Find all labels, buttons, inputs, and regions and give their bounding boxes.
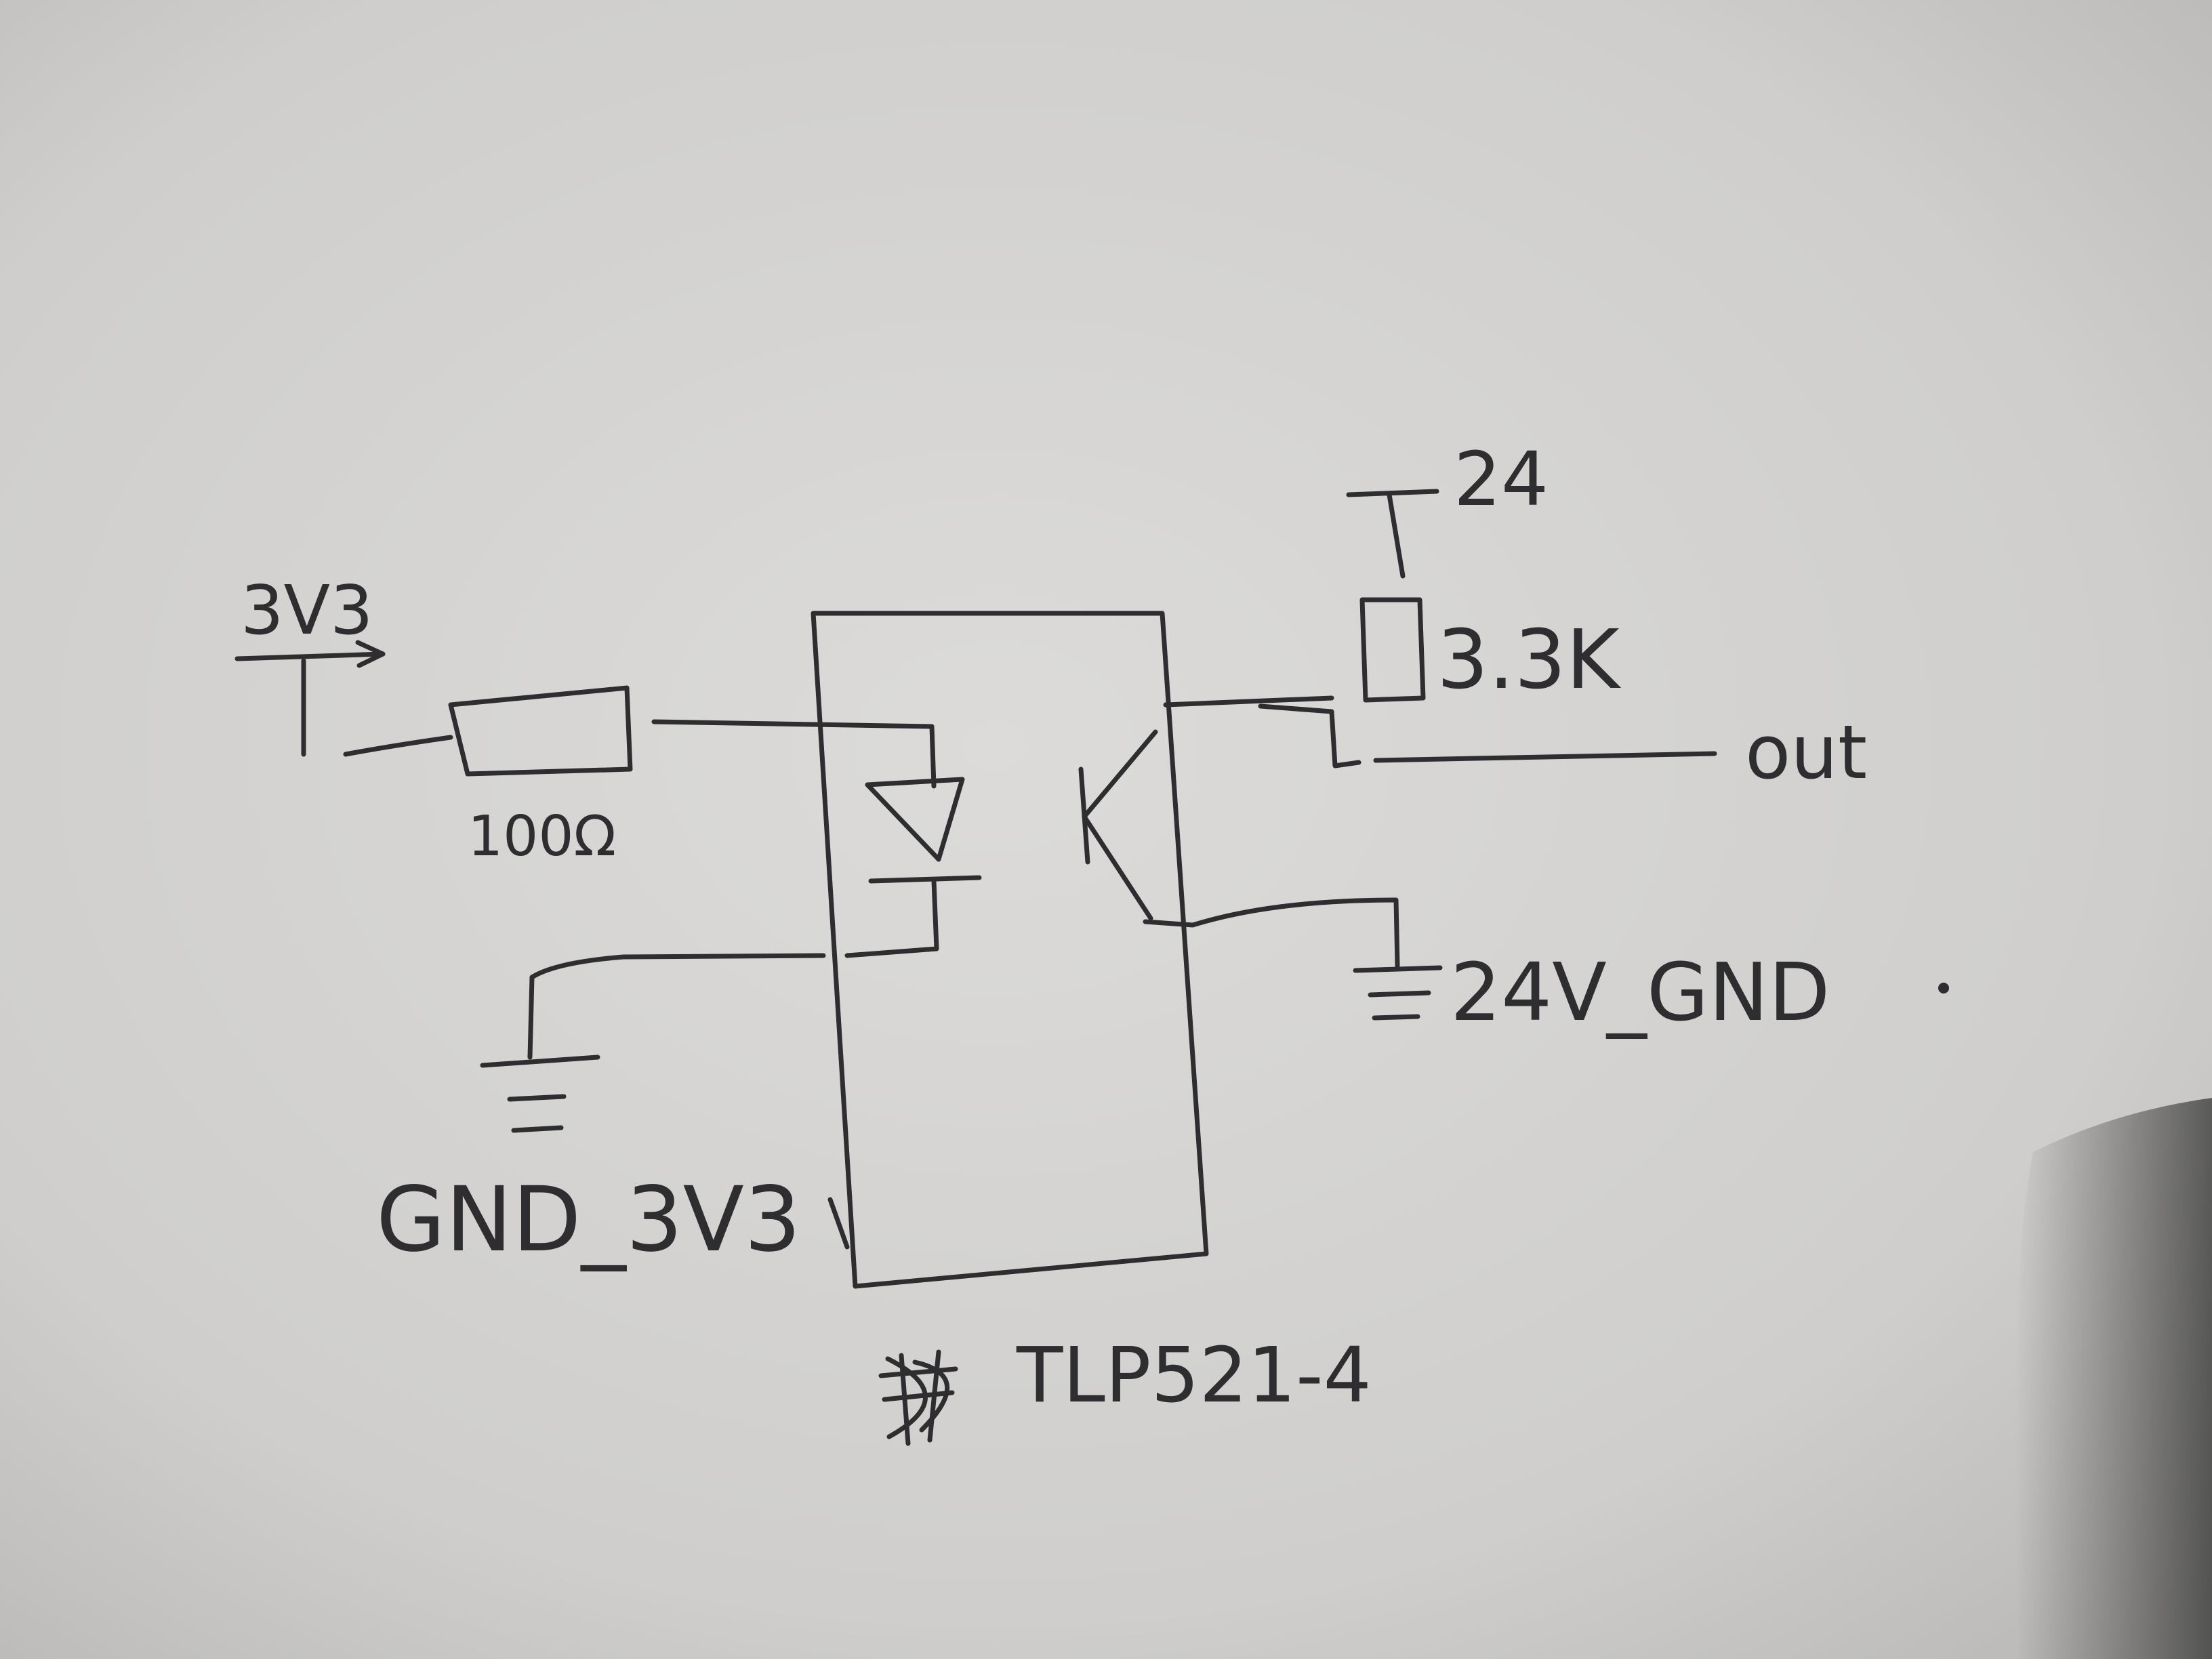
part-number-label: TLP521-4 [1016,1332,1372,1420]
input-resistor-label: 100Ω [468,804,616,869]
ground-24v-symbol [1353,965,1443,1021]
wire-resistor-to-led [651,719,937,789]
wire-led-to-ground-3v3 [527,953,826,1060]
ground-24v-label: 24V_GND [1450,945,1830,1039]
wire-out [1373,751,1717,763]
ground-24v-dot [1938,983,1949,994]
output-label: out [1745,709,1867,796]
supply-24-label: 24 [1454,436,1549,523]
paper-shadow [2015,1098,2212,1659]
supply-3v3-label: 3V3 [241,571,373,650]
wire-collector-to-out [1258,703,1361,769]
phototransistor-symbol [1078,729,1158,921]
optocoupler-body-tick [827,1197,850,1250]
pullup-resistor [1359,597,1426,703]
wire-collector [1163,695,1334,708]
optocoupler-body [811,611,1209,1289]
wire-3v3-to-resistor [343,735,453,757]
wire-emitter-to-ground-24v [1143,897,1400,968]
ground-3v3-label: GND_3V3 [376,1168,801,1272]
scribble-mark [878,1349,958,1446]
supply-24-symbol [1346,489,1439,579]
supply-3v3-symbol [234,640,386,757]
input-resistor [448,685,633,777]
pullup-resistor-label: 3.3K [1437,613,1622,708]
ground-3v3-symbol [480,1054,600,1133]
led-symbol [844,777,982,958]
